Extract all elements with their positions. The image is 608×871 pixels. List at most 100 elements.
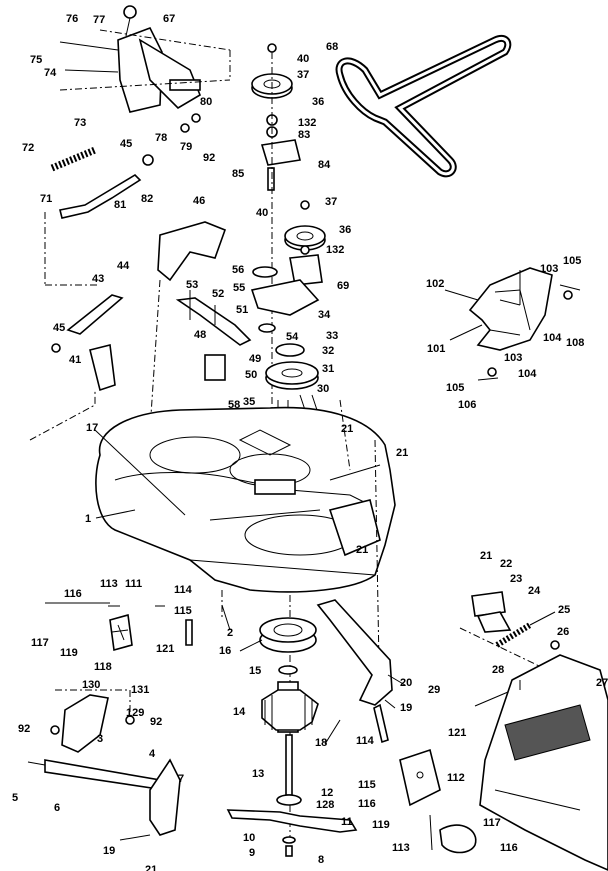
idler-arm-left	[175, 290, 252, 381]
drive-belt	[335, 34, 512, 178]
callout-104b: 104	[518, 368, 537, 380]
callout-21c: 21	[356, 544, 369, 556]
callout-132: 132	[298, 117, 317, 129]
callout-83: 83	[298, 129, 311, 141]
callout-52: 52	[212, 288, 225, 300]
callout-19b: 19	[400, 702, 413, 714]
callout-54: 54	[286, 331, 299, 343]
callout-58: 58	[228, 399, 241, 411]
callout-103b: 103	[504, 352, 523, 364]
callout-105b: 105	[446, 382, 465, 394]
callout-19: 19	[103, 845, 116, 857]
callout-36: 36	[312, 96, 325, 108]
callout-43: 43	[92, 273, 105, 285]
callout-131: 131	[131, 684, 150, 696]
callout-50: 50	[245, 369, 258, 381]
callout-121: 121	[156, 643, 175, 655]
callout-35: 35	[243, 396, 256, 408]
callout-68: 68	[326, 41, 339, 53]
callout-29: 29	[428, 684, 441, 696]
spindle-assembly	[259, 617, 319, 806]
callout-7: 7	[178, 773, 185, 785]
callout-115b: 115	[358, 779, 376, 791]
callout-24: 24	[528, 585, 541, 597]
callout-31: 31	[322, 363, 335, 375]
callout-5: 5	[12, 792, 19, 804]
callout-84: 84	[318, 159, 331, 171]
idler-pulley-upper	[251, 43, 301, 440]
callout-104: 104	[543, 332, 562, 344]
callout-81: 81	[114, 199, 127, 211]
callout-112: 112	[447, 772, 465, 784]
callout-34: 34	[318, 309, 331, 321]
callout-9: 9	[249, 847, 256, 859]
callout-53: 53	[186, 279, 199, 291]
callout-92c: 92	[150, 716, 163, 728]
discharge-deflector	[468, 267, 581, 381]
deck-hanger	[316, 599, 393, 744]
callout-30: 30	[317, 383, 330, 395]
callout-46: 46	[193, 195, 206, 207]
callout-27: 27	[596, 677, 608, 689]
callout-55: 55	[233, 282, 246, 294]
callout-73: 73	[74, 117, 87, 129]
callout-79: 79	[180, 141, 193, 153]
callout-45b: 45	[53, 322, 66, 334]
callout-75: 75	[30, 54, 43, 66]
callout-8: 8	[318, 854, 325, 866]
callout-78: 78	[155, 132, 168, 144]
callout-119: 119	[60, 647, 78, 659]
callout-12: 12	[321, 787, 334, 799]
callout-116: 116	[64, 588, 82, 600]
callout-114: 114	[174, 584, 192, 596]
lift-lever-left	[29, 294, 124, 441]
callout-22: 22	[500, 558, 513, 570]
callout-13: 13	[252, 768, 265, 780]
callout-115: 115	[174, 605, 192, 617]
callout-119b: 119	[372, 819, 390, 831]
callout-36b: 36	[339, 224, 352, 236]
callout-23: 23	[510, 573, 523, 585]
callout-128: 128	[316, 799, 335, 811]
rear-bracket-left	[45, 602, 193, 652]
callout-113b: 113	[392, 842, 410, 854]
callout-71: 71	[40, 193, 53, 205]
callout-40b: 40	[256, 207, 269, 219]
leader-lines	[94, 270, 521, 745]
callout-103: 103	[540, 263, 559, 275]
callout-15: 15	[249, 665, 262, 677]
callout-130: 130	[82, 679, 101, 691]
callout-33: 33	[326, 330, 339, 342]
grass-chute	[479, 654, 608, 871]
callout-106: 106	[458, 399, 477, 411]
callout-77: 77	[93, 14, 106, 26]
callout-40: 40	[297, 53, 310, 65]
callout-76: 76	[66, 13, 79, 25]
rear-bracket-right	[399, 748, 477, 854]
callout-92b: 92	[18, 723, 31, 735]
callout-132b: 132	[326, 244, 345, 256]
callout-49: 49	[249, 353, 262, 365]
callout-26: 26	[557, 626, 570, 638]
callout-28: 28	[492, 664, 505, 676]
callout-44: 44	[117, 260, 130, 272]
callout-82: 82	[141, 193, 154, 205]
callout-102: 102	[426, 278, 445, 290]
callout-45: 45	[120, 138, 133, 150]
callout-69: 69	[337, 280, 350, 292]
mower-blade	[226, 809, 358, 857]
callout-116b: 116	[358, 798, 376, 810]
callout-32: 32	[322, 345, 335, 357]
callout-37b: 37	[325, 196, 338, 208]
callout-21d: 21	[480, 550, 493, 562]
callout-111: 111	[125, 578, 143, 590]
callout-16: 16	[219, 645, 232, 657]
idler-pulley-lower	[250, 200, 326, 333]
callout-114b: 114	[356, 735, 374, 747]
callout-2: 2	[227, 627, 234, 639]
callout-129: 129	[126, 707, 145, 719]
callout-121b: 121	[448, 727, 467, 739]
front-link-assembly	[27, 689, 181, 841]
callout-105: 105	[563, 255, 582, 267]
